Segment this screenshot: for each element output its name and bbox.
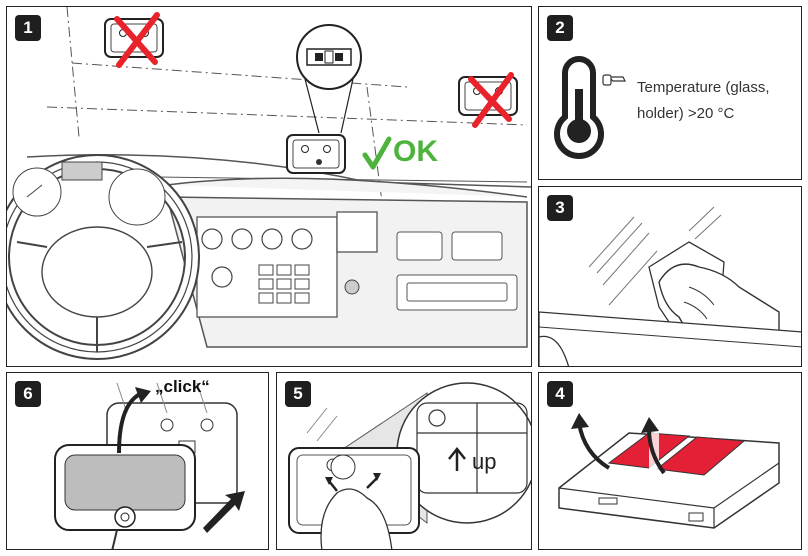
device-click-illustration	[54, 382, 245, 549]
step-number-4: 4	[547, 381, 573, 407]
temperature-line-1: Temperature (glass,	[637, 79, 770, 96]
up-label: up	[472, 449, 497, 474]
panel-step-4: 4	[538, 372, 802, 550]
step-number-1: 1	[15, 15, 41, 41]
wrong-position-cross-icon	[114, 12, 160, 68]
panel-step-5: 5 up	[276, 372, 532, 550]
panel-step-6: 6 „click“	[6, 372, 269, 550]
pointing-hand-icon	[602, 74, 626, 86]
step-number-6: 6	[15, 381, 41, 407]
cleaning-glass-illustration	[539, 206, 801, 366]
step-number-3: 3	[547, 195, 573, 221]
dashboard-illustration	[7, 7, 531, 360]
panel-step-2: 2 Temperature (glass, holder) >20 °C	[538, 6, 802, 180]
panel-step-3: 3	[538, 186, 802, 367]
panel-step-1: 1	[6, 6, 532, 367]
step-number-2: 2	[547, 15, 573, 41]
peel-tape-illustration	[558, 413, 780, 529]
step-number-5: 5	[285, 381, 311, 407]
temperature-line-2: holder) >20 °C	[637, 105, 735, 122]
checkmark-icon	[362, 136, 392, 170]
click-label: „click“	[155, 377, 210, 396]
holder-up-illustration	[288, 382, 531, 549]
wrong-position-cross-icon	[468, 72, 514, 128]
ok-label: OK	[393, 135, 438, 168]
thermometer-icon	[554, 56, 626, 159]
